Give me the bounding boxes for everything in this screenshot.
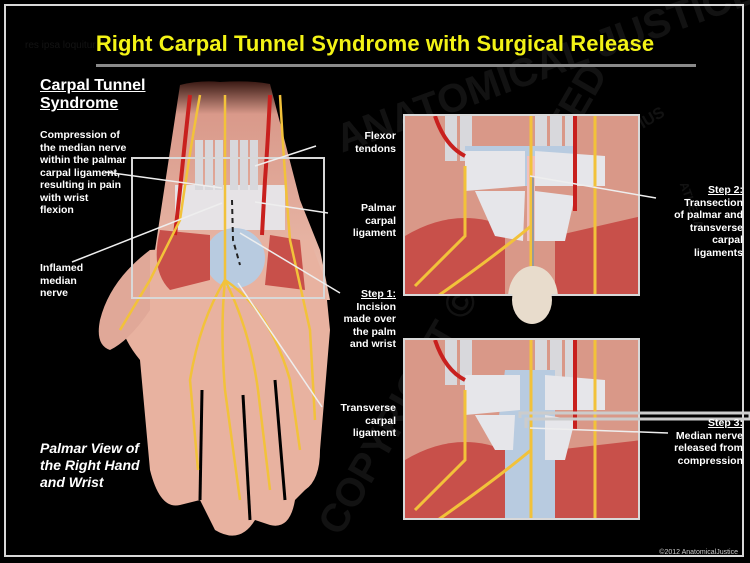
thenar-muscle <box>156 230 210 290</box>
view-caption: Palmar View of the Right Hand and Wrist <box>40 440 140 491</box>
label-line: Inflamed <box>40 262 84 274</box>
step3-title: Step 3: <box>707 417 743 429</box>
label-line: of palmar and <box>674 209 743 221</box>
caption-line: Palmar View of <box>40 440 140 456</box>
label-line: released from <box>674 442 743 454</box>
flexor-tendons-label: Flexor tendons <box>300 130 396 155</box>
incision-line <box>231 199 241 266</box>
palmar-carpal-ligament <box>175 185 285 230</box>
palmar-ligament-label: Palmar carpal ligament <box>300 202 396 240</box>
label-line: tendons <box>355 142 396 155</box>
flexor-tendons <box>195 140 258 190</box>
step3-label: Step 3: Median nerve released from compr… <box>640 417 743 467</box>
synovial-bursa <box>205 228 265 288</box>
note-line: resulting in pain <box>40 179 122 191</box>
page-title: Right Carpal Tunnel Syndrome with Surgic… <box>95 31 655 56</box>
label-line: median <box>40 274 77 287</box>
step3-illustration <box>405 340 638 518</box>
label-line: ligaments <box>693 246 743 259</box>
leader-lines <box>71 145 341 408</box>
hypothenar-muscle <box>265 235 305 290</box>
thumb <box>98 250 150 350</box>
label-line: Palmar <box>360 202 396 214</box>
note-line: with wrist <box>40 191 89 204</box>
step2-illustration <box>405 116 638 294</box>
label-line: nerve <box>40 287 69 299</box>
section-heading: Carpal Tunnel Syndrome <box>40 77 146 113</box>
heading-line: Syndrome <box>40 95 119 112</box>
step2-label: Step 2: Transection of palmar and transv… <box>640 184 743 259</box>
finger-gap <box>273 379 287 501</box>
note-line: within the palmar <box>40 154 127 166</box>
compression-note: Compression of the median nerve within t… <box>40 129 126 217</box>
note-line: the median nerve <box>40 141 127 154</box>
artery <box>173 94 192 236</box>
heading-line: Carpal Tunnel <box>40 77 146 94</box>
label-line: ligament <box>352 227 396 239</box>
note-line: Compression of <box>40 129 120 141</box>
zoom-region-box <box>131 157 325 299</box>
finger-gap <box>198 389 204 501</box>
caption-line: and Wrist <box>40 474 104 490</box>
label-line: Incision <box>356 300 396 313</box>
step3-panel <box>403 338 640 520</box>
label-line: the palm <box>352 325 396 338</box>
copyright-notice: ©2012 AnatomicalJustice <box>659 549 738 556</box>
inflamed-nerve-label: Inflamed median nerve <box>40 262 83 300</box>
watermark-text: res ipsa loquitur <box>25 40 96 51</box>
label-line: Median nerve <box>675 429 743 442</box>
label-line: and wrist <box>349 338 396 350</box>
label-line: carpal <box>712 234 743 246</box>
outer-frame <box>4 4 744 557</box>
step2-title: Step 2: <box>707 184 743 196</box>
label-line: Transection <box>684 196 743 209</box>
transverse-ligament-label: Transverse carpal ligament <box>300 402 396 440</box>
finger-gap <box>241 394 252 521</box>
label-line: transverse <box>689 221 743 234</box>
label-line: made over <box>343 313 396 325</box>
label-line: carpal <box>365 214 396 227</box>
label-line: compression <box>677 454 743 467</box>
note-line: flexion <box>40 204 74 216</box>
label-line: Flexor <box>364 130 396 142</box>
step1-title: Step 1: <box>360 288 396 300</box>
caption-line: the Right Hand <box>40 457 140 473</box>
artery <box>260 94 272 236</box>
note-line: carpal ligament, <box>40 166 120 179</box>
step2-panel <box>403 114 640 296</box>
label-line: Transverse <box>340 402 396 414</box>
step1-label: Step 1: Incision made over the palm and … <box>300 288 396 351</box>
title-divider <box>96 64 696 67</box>
label-line: ligament <box>352 427 396 439</box>
label-line: carpal <box>365 414 396 427</box>
